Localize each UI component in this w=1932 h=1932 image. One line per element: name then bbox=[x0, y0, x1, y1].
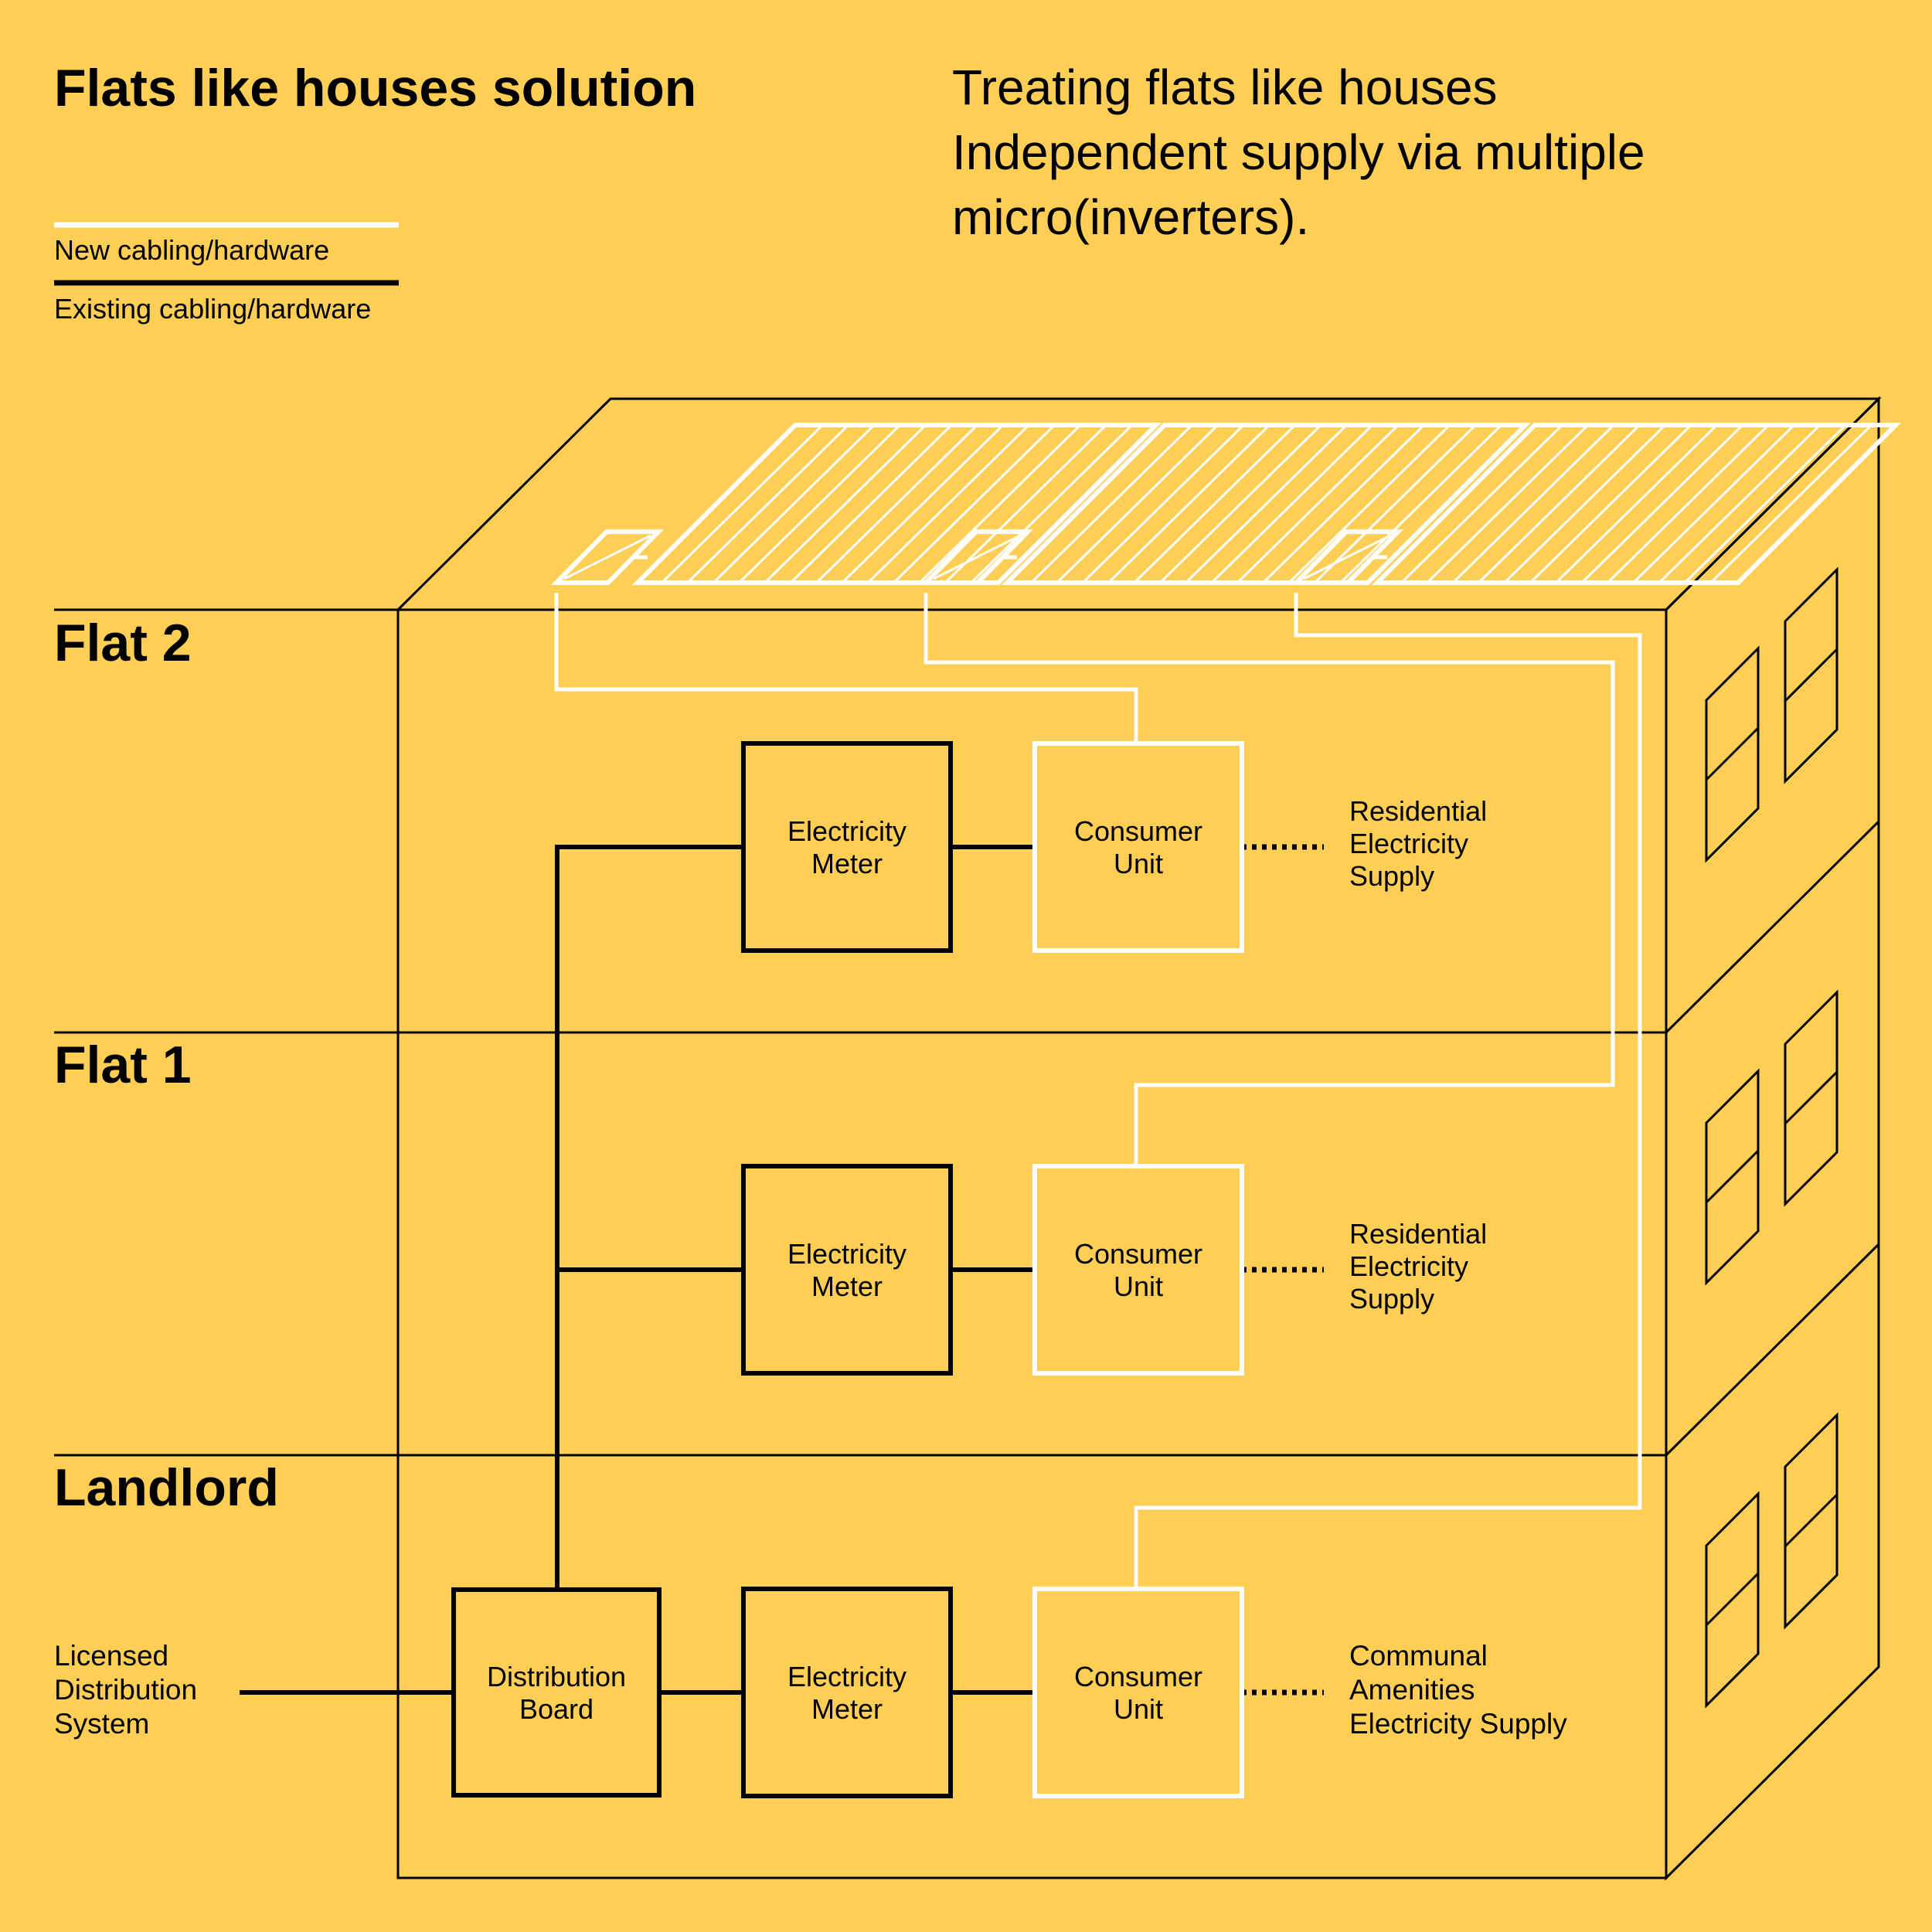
subtitle: Treating flats like houses Independent s… bbox=[952, 60, 1645, 245]
svg-text:Supply: Supply bbox=[1349, 860, 1434, 892]
svg-text:Electricity: Electricity bbox=[787, 815, 906, 847]
svg-text:Electricity: Electricity bbox=[1349, 1250, 1468, 1282]
cable-inverter-1-to-flat2 bbox=[554, 593, 1138, 743]
svg-text:Consumer: Consumer bbox=[1074, 815, 1202, 847]
micro-inverter bbox=[920, 529, 1034, 585]
svg-text:System: System bbox=[54, 1708, 149, 1740]
subtitle-line-3: micro(inverters). bbox=[952, 189, 1309, 245]
distribution-board: Distribution Board bbox=[451, 1587, 662, 1798]
svg-text:Meter: Meter bbox=[811, 1270, 883, 1302]
window bbox=[1705, 1491, 1760, 1709]
svg-text:Communal: Communal bbox=[1349, 1640, 1488, 1672]
solar-array bbox=[550, 423, 1902, 585]
side-windows bbox=[1705, 566, 1838, 1709]
solar-panel bbox=[1371, 423, 1902, 585]
supply-label-flat2: Residential Electricity Supply bbox=[1349, 795, 1487, 892]
consumer-unit-flat2: Consumer Unit bbox=[1032, 741, 1244, 953]
svg-text:Meter: Meter bbox=[811, 848, 883, 879]
subtitle-line-2: Independent supply via multiple bbox=[952, 124, 1645, 180]
micro-inverter bbox=[550, 529, 665, 585]
diagram-title: Flats like houses solution bbox=[54, 59, 696, 117]
floor-label-flat2: Flat 2 bbox=[54, 614, 192, 672]
svg-text:Meter: Meter bbox=[811, 1693, 883, 1725]
svg-text:Electricity: Electricity bbox=[787, 1238, 906, 1270]
window bbox=[1784, 989, 1838, 1207]
legend-existing-label: Existing cabling/hardware bbox=[54, 293, 371, 325]
micro-inverter bbox=[1290, 529, 1404, 585]
floor-label-flat1: Flat 1 bbox=[54, 1036, 192, 1094]
building bbox=[54, 396, 1882, 1881]
svg-text:Electricity: Electricity bbox=[1349, 828, 1468, 859]
electricity-meter-landlord: Electricity Meter bbox=[741, 1587, 953, 1798]
floor-label-landlord: Landlord bbox=[54, 1458, 279, 1517]
svg-text:Consumer: Consumer bbox=[1074, 1661, 1202, 1692]
subtitle-line-1: Treating flats like houses bbox=[952, 60, 1498, 115]
supply-label-flat1: Residential Electricity Supply bbox=[1349, 1218, 1487, 1315]
window bbox=[1705, 1068, 1760, 1286]
svg-text:Electricity: Electricity bbox=[787, 1661, 906, 1692]
cable-inverter-3-to-landlord bbox=[1134, 593, 1642, 1588]
side-floor-line-2 bbox=[1665, 1243, 1880, 1457]
solar-panel bbox=[1001, 423, 1532, 585]
new-cabling bbox=[554, 593, 1642, 1588]
consumer-unit-landlord: Consumer Unit bbox=[1032, 1587, 1244, 1798]
svg-text:Unit: Unit bbox=[1114, 1270, 1163, 1302]
svg-text:Licensed: Licensed bbox=[54, 1640, 168, 1672]
side-floor-line-1 bbox=[1665, 820, 1880, 1034]
svg-text:Board: Board bbox=[519, 1693, 594, 1725]
svg-text:Distribution: Distribution bbox=[54, 1674, 197, 1706]
electricity-meter-flat2: Electricity Meter bbox=[741, 741, 953, 953]
svg-text:Distribution: Distribution bbox=[487, 1661, 626, 1692]
existing-cabling bbox=[240, 844, 1324, 1696]
consumer-unit-flat1: Consumer Unit bbox=[1032, 1164, 1244, 1376]
supply-label-landlord: Communal Amenities Electricity Supply bbox=[1349, 1640, 1567, 1740]
svg-text:Residential: Residential bbox=[1349, 795, 1487, 827]
window bbox=[1784, 1412, 1838, 1630]
svg-text:Supply: Supply bbox=[1349, 1283, 1434, 1315]
svg-text:Amenities: Amenities bbox=[1349, 1674, 1475, 1706]
building-side bbox=[1665, 396, 1880, 1881]
legend-new-label: New cabling/hardware bbox=[54, 234, 329, 266]
svg-text:Unit: Unit bbox=[1114, 848, 1163, 879]
legend: New cabling/hardware Existing cabling/ha… bbox=[54, 222, 399, 325]
svg-text:Residential: Residential bbox=[1349, 1218, 1487, 1250]
svg-text:Consumer: Consumer bbox=[1074, 1238, 1202, 1270]
window bbox=[1705, 645, 1760, 863]
electricity-meter-flat1: Electricity Meter bbox=[741, 1164, 953, 1376]
cable-inverter-2-to-flat1 bbox=[923, 593, 1615, 1165]
source-label: Licensed Distribution System bbox=[54, 1640, 197, 1740]
svg-text:Unit: Unit bbox=[1114, 1693, 1163, 1725]
window bbox=[1784, 566, 1838, 784]
solar-panel bbox=[631, 423, 1162, 585]
cable-riser bbox=[555, 845, 743, 1590]
svg-text:Electricity Supply: Electricity Supply bbox=[1349, 1708, 1567, 1740]
